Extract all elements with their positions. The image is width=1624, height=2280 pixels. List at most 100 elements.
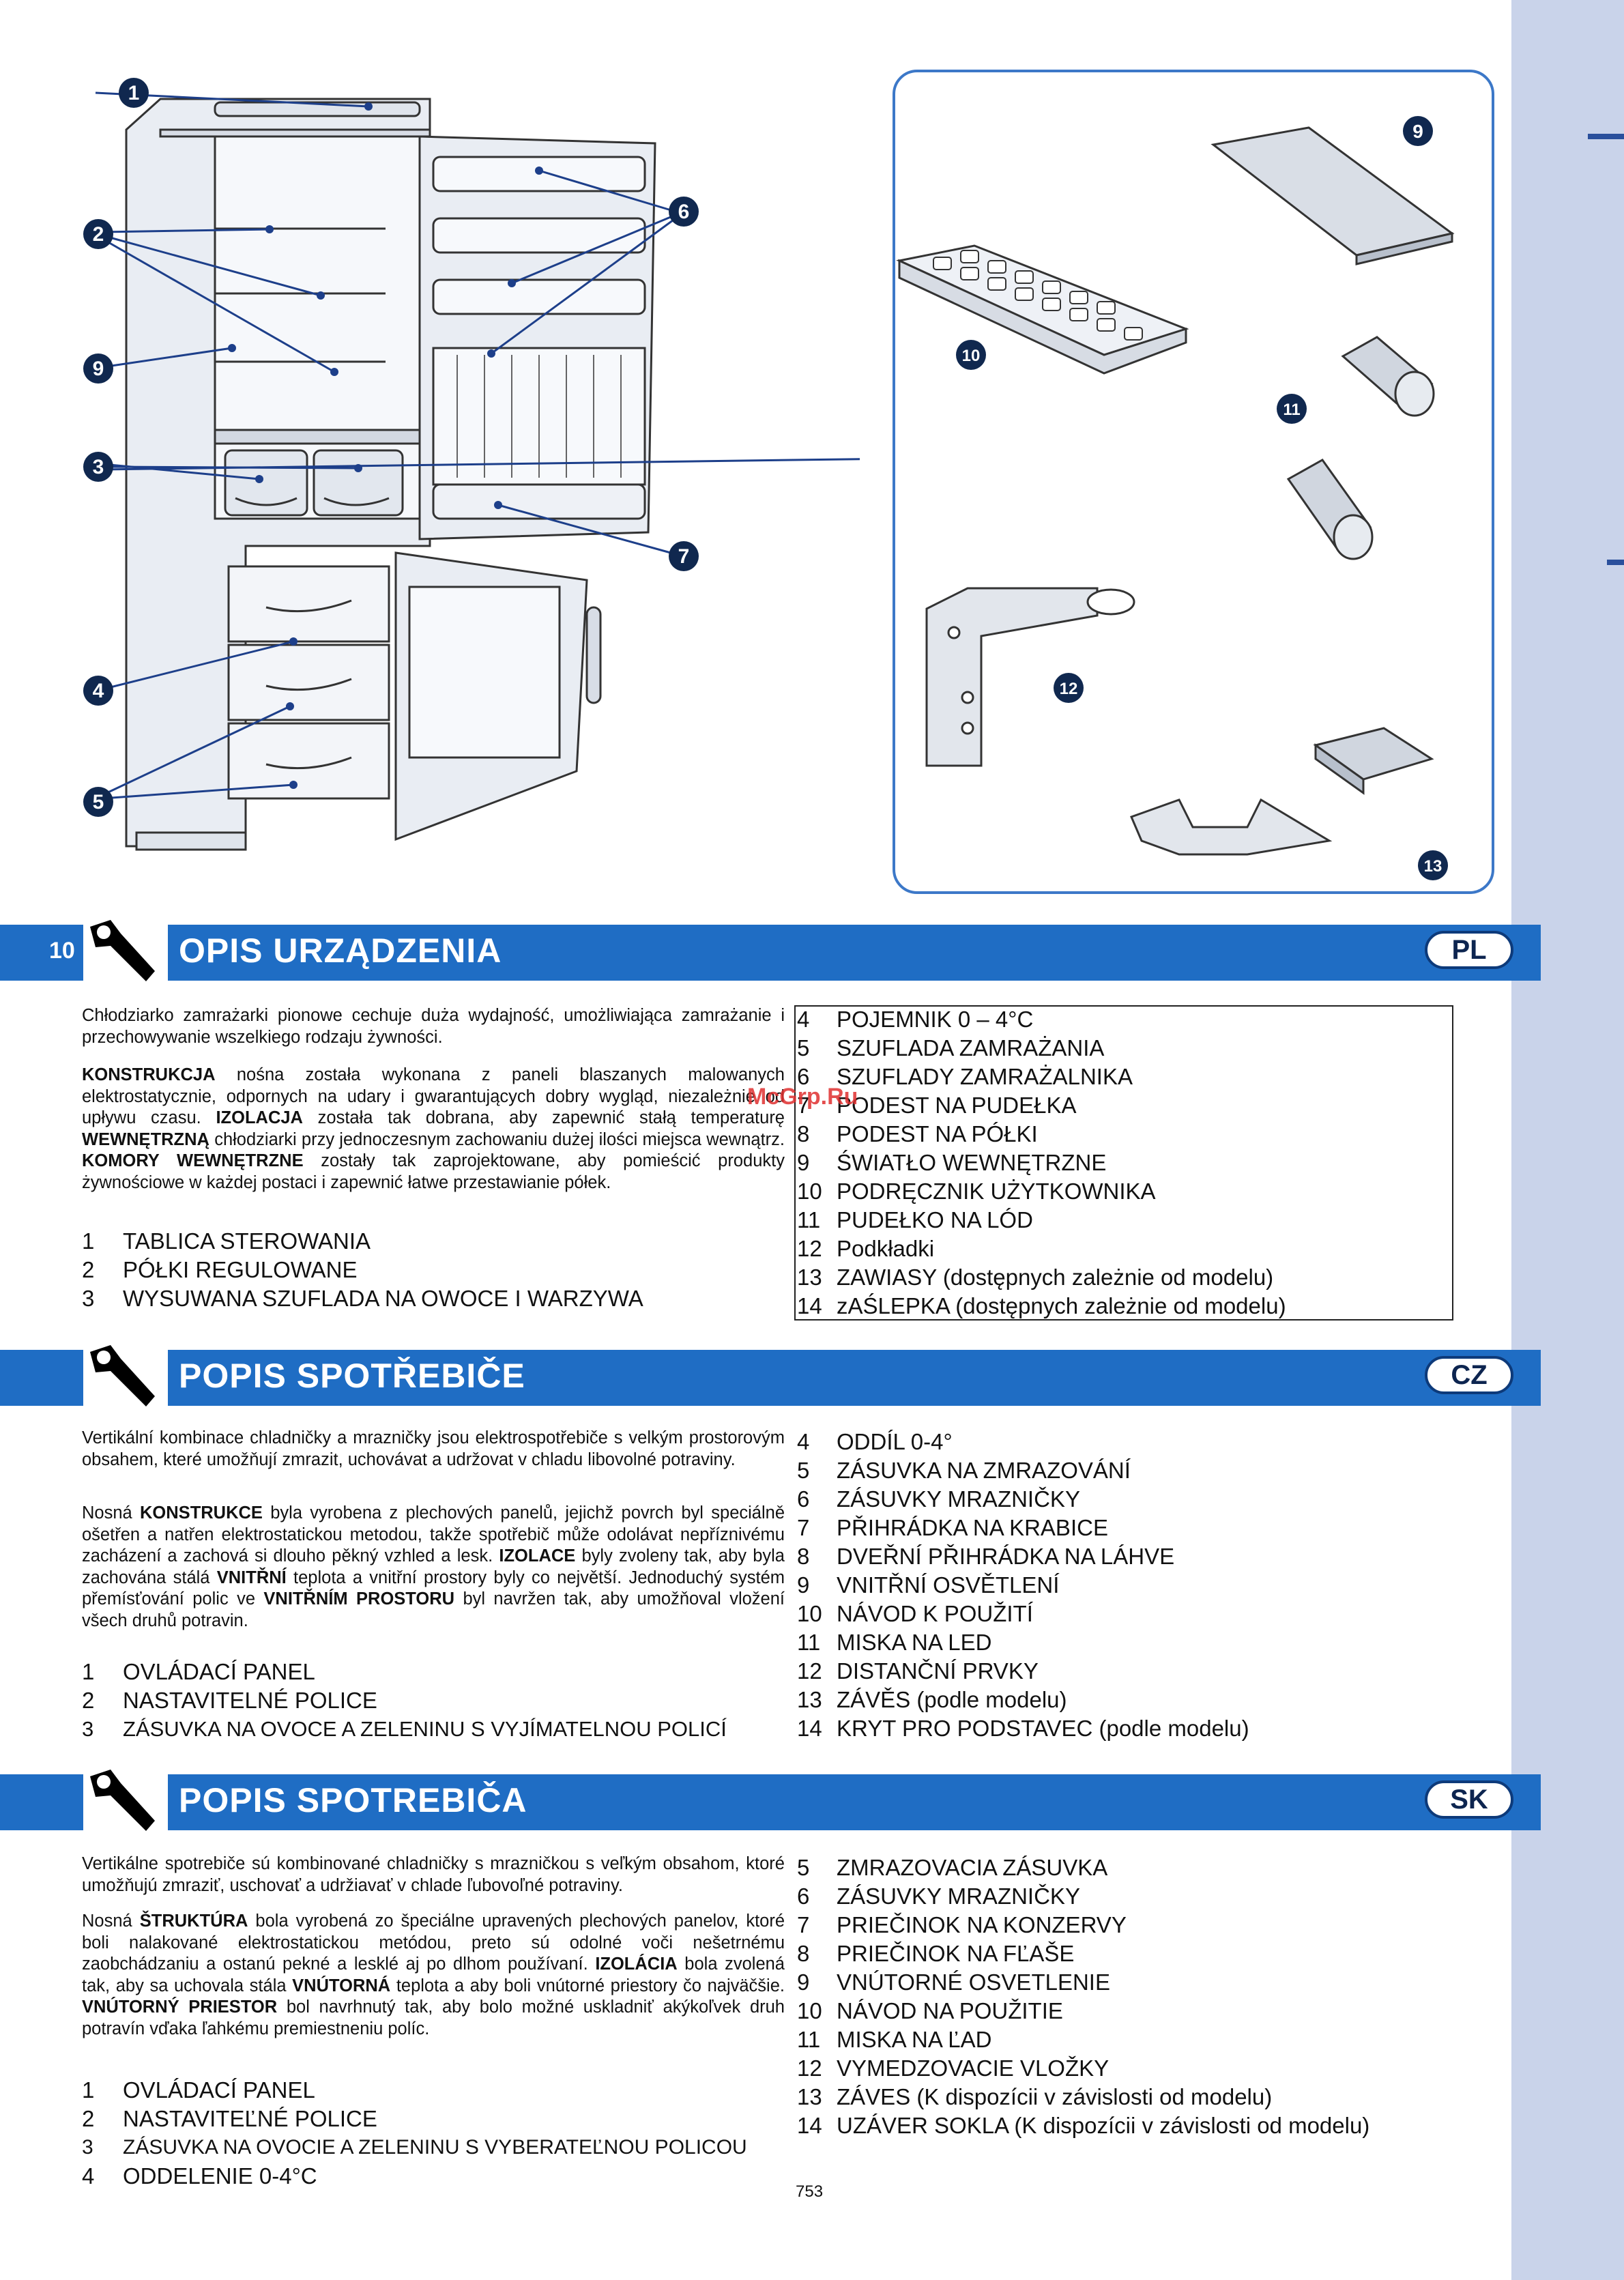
- callout-4: 4: [83, 676, 113, 706]
- callout-6: 6: [669, 197, 699, 227]
- spacer-illustration-2: [1286, 459, 1374, 560]
- section-title: POPIS SPOTŘEBIČE: [179, 1357, 525, 1395]
- section-rule: [0, 1402, 1541, 1406]
- ice-tray-illustration: [896, 244, 1189, 375]
- section-title: OPIS URZĄDZENIA: [179, 932, 502, 970]
- accessories-panel: [893, 70, 1494, 894]
- wrench-icon: [83, 913, 168, 990]
- language-badge: CZ: [1425, 1356, 1513, 1394]
- svg-text:13: 13: [1424, 857, 1442, 876]
- callout-10: 10: [956, 340, 986, 370]
- language-badge: PL: [1425, 931, 1513, 969]
- fridge-diagram: 1 2 9 3 4 5 6 7: [83, 78, 860, 851]
- svg-text:10: 10: [962, 347, 981, 365]
- plinth-cover-illustration: [1129, 727, 1434, 856]
- intro-paragraph: Vertikální kombinace chladničky a mrazni…: [82, 1428, 785, 1469]
- intro-paragraph: Chłodziarko zamrażarki pionowe cechuje d…: [82, 1006, 785, 1047]
- svg-text:7: 7: [678, 545, 690, 568]
- section-header-pl: [0, 925, 1541, 977]
- svg-text:11: 11: [1283, 401, 1300, 419]
- callout-9: 9: [83, 353, 113, 384]
- callout-9b: 9: [1403, 116, 1433, 146]
- callout-7: 7: [669, 541, 699, 571]
- svg-text:1: 1: [128, 82, 140, 104]
- svg-text:4: 4: [93, 680, 104, 702]
- page-number: 10: [49, 938, 75, 964]
- svg-text:5: 5: [93, 791, 104, 813]
- callout-12: 12: [1054, 673, 1084, 703]
- svg-text:6: 6: [678, 201, 690, 223]
- construction-paragraph: Nosná ŠTRUKTÚRA bola vyrobená zo špeciál…: [82, 1911, 785, 2038]
- svg-text:2: 2: [93, 223, 104, 246]
- watermark: McGrp.Ru: [747, 1084, 858, 1110]
- callout-2: 2: [83, 219, 113, 249]
- accessories-diagram: 9 10 11 12 13: [896, 116, 1455, 880]
- svg-text:9: 9: [93, 358, 104, 380]
- sidebar-tick: [1588, 134, 1624, 139]
- construction-paragraph: Nosná KONSTRUKCE byla vyrobena z plechov…: [82, 1503, 785, 1630]
- svg-text:12: 12: [1060, 680, 1078, 698]
- fridge-lower-door: [394, 551, 602, 841]
- wrench-icon: [83, 1338, 168, 1415]
- hinge-illustration: [925, 587, 1135, 767]
- callout-leaders: [95, 91, 860, 800]
- manual-illustration: [1210, 126, 1455, 265]
- section-header-cz: [0, 1350, 1541, 1402]
- section-title: POPIS SPOTREBIČA: [179, 1781, 527, 1819]
- parts-list-box: [794, 1005, 1453, 1321]
- page-sidebar: [1511, 0, 1624, 2280]
- footer-page-number: 753: [796, 2182, 824, 2201]
- callout-13: 13: [1418, 850, 1448, 880]
- section-rule: [0, 977, 1541, 981]
- fridge-upper-door: [418, 135, 656, 540]
- callout-5: 5: [83, 787, 113, 817]
- section-rule: [0, 1826, 1541, 1830]
- callout-1: 1: [119, 78, 149, 108]
- fridge-cabinet: [125, 98, 431, 851]
- callout-11: 11: [1277, 394, 1307, 424]
- svg-text:9: 9: [1412, 121, 1423, 142]
